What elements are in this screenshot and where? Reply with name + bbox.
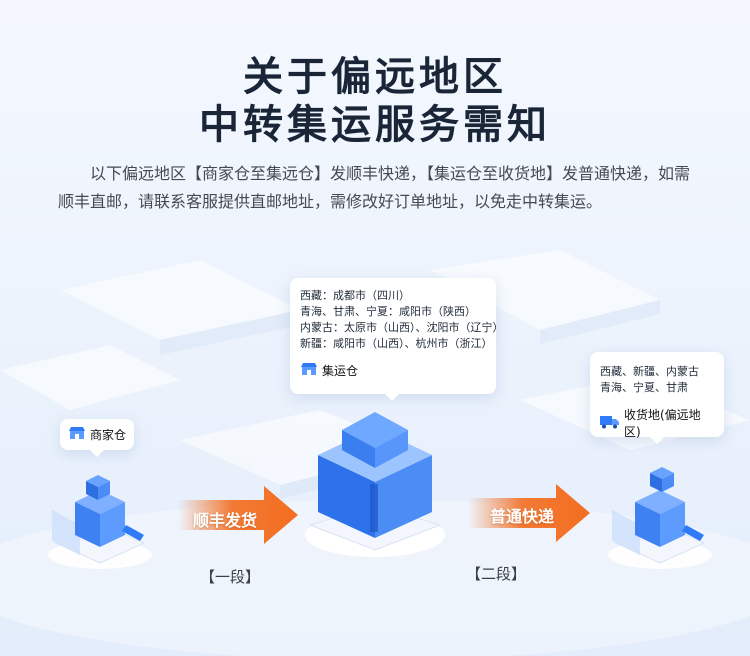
hub-warehouse-illustration — [305, 412, 445, 557]
hub-route-line: 青海、甘肃、宁夏：咸阳市（陕西） — [300, 305, 476, 318]
hub-warehouse-card: 西藏：成都市（四川） 青海、甘肃、宁夏：咸阳市（陕西） 内蒙古：太原市（山西）、… — [290, 278, 504, 401]
leg1-label: 顺丰发货 — [193, 511, 258, 530]
background-grid — [0, 250, 750, 656]
merchant-warehouse-tag: 商家仓 — [60, 419, 135, 457]
notice-description: 以下偏远地区【商家仓至集远仓】发顺丰快递，【集运仓至收货地】发普通快递，如需顺丰… — [58, 164, 691, 211]
leg2-label: 普通快递 — [490, 507, 555, 526]
store-icon — [300, 362, 318, 379]
merchant-warehouse-label: 商家仓 — [90, 428, 127, 442]
page-title-line1: 关于偏远地区 — [243, 54, 507, 100]
store-icon — [68, 426, 86, 443]
page-title-line2: 中转集运服务需知 — [199, 102, 551, 148]
truck-icon — [600, 415, 620, 432]
leg1-stage: 【一段】 — [200, 568, 261, 586]
hub-warehouse-label: 集运仓 — [322, 364, 359, 378]
hub-route-line: 西藏：成都市（四川） — [300, 289, 410, 302]
destination-label: 收货地(偏远地区) — [624, 408, 701, 439]
hub-route-line: 内蒙古：太原市（山西）、沈阳市（辽宁） — [300, 321, 504, 334]
destination-card: 西藏、新疆、内蒙古 青海、宁夏、甘肃 收货地(偏远地区) — [590, 352, 724, 444]
leg1-arrow — [178, 486, 298, 544]
destination-region-line: 西藏、新疆、内蒙古 — [600, 365, 699, 378]
destination-region-line: 青海、宁夏、甘肃 — [600, 381, 688, 394]
hub-route-line: 新疆：咸阳市（山西）、杭州市（浙江） — [300, 337, 493, 350]
leg2-stage: 【二段】 — [466, 565, 527, 583]
destination-warehouse-illustration — [608, 467, 712, 569]
leg2-arrow — [468, 484, 590, 542]
merchant-warehouse-illustration — [48, 475, 152, 569]
